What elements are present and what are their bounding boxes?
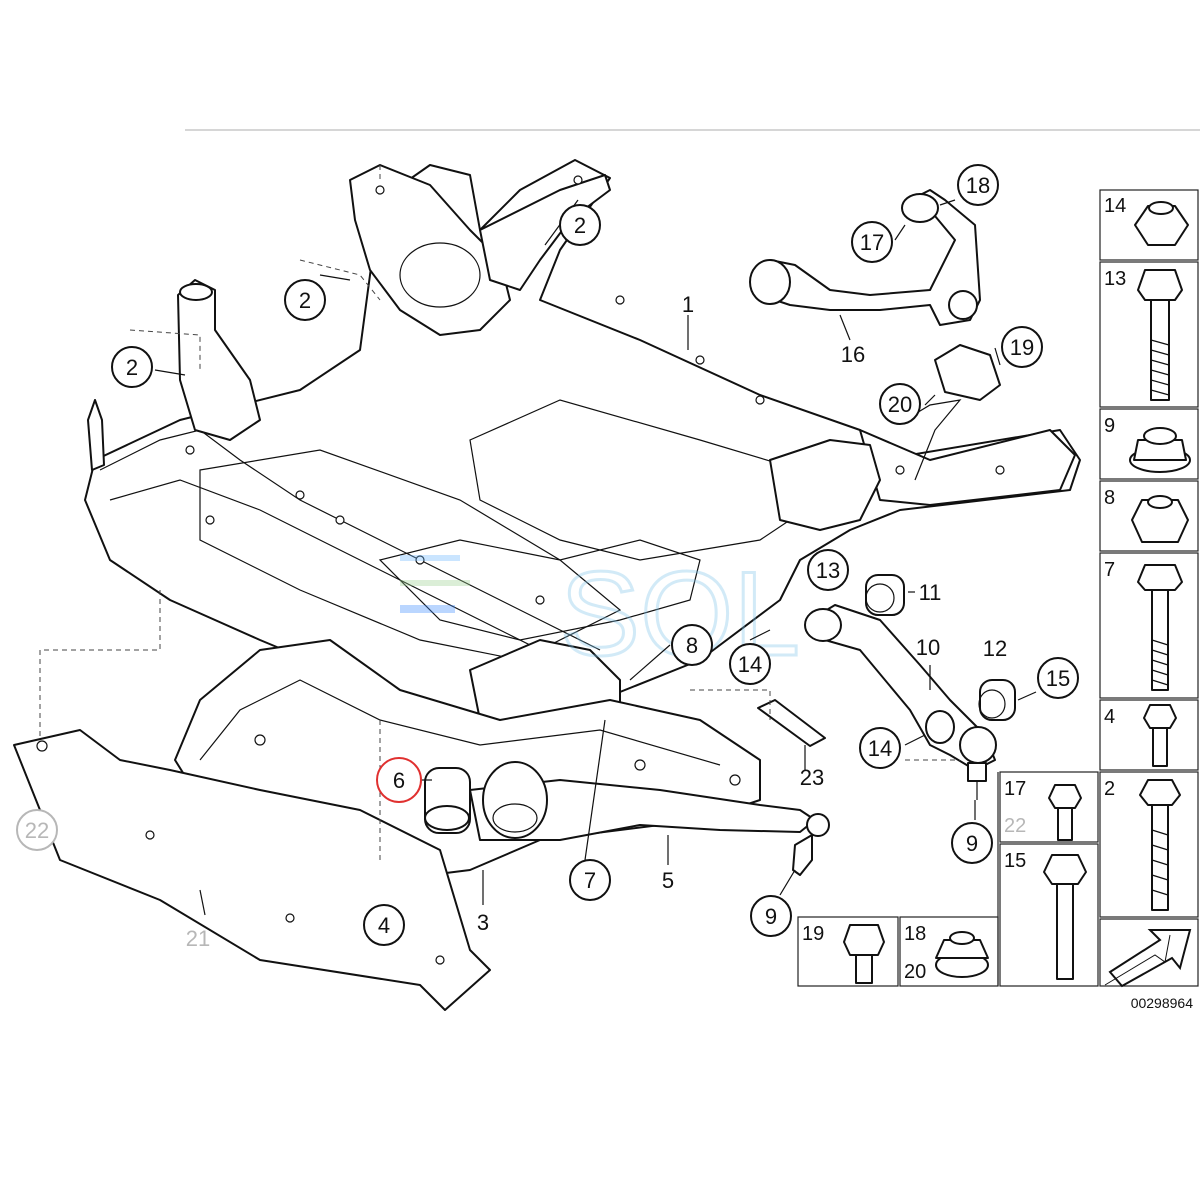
hw-label-18: 18 [904,923,926,945]
lower-control-arm-drawing [804,574,1016,800]
guide-lines [39,165,960,860]
callout-20: 20 [879,383,921,425]
callout-17: 17 [851,221,893,263]
svg-text:9: 9 [966,831,978,856]
hw-label-15: 15 [1004,850,1026,872]
label-1: 1 [682,292,694,317]
callout-13: 13 [807,549,849,591]
front-subframe-drawing [84,159,1081,741]
label-21: 21 [186,926,210,951]
callout-9-b: 9 [750,895,792,937]
callout-8: 8 [671,624,713,666]
callout-9-a: 9 [951,822,993,864]
hardware-drawings [843,201,1192,988]
callout-6-highlighted: 6 [376,757,422,803]
bracket-drawing [904,344,1001,481]
callout-7: 7 [569,859,611,901]
hw-label-22: 22 [1004,815,1026,837]
callout-18: 18 [957,164,999,206]
label-10: 10 [916,635,940,660]
hw-label-14: 14 [1104,195,1126,217]
hw-label-2: 2 [1104,778,1115,800]
label-12: 12 [983,636,1007,661]
svg-text:22: 22 [25,818,49,843]
svg-text:7: 7 [584,868,596,893]
svg-text:9: 9 [765,904,777,929]
ball-joint-drawing [792,813,830,876]
label-16: 16 [841,342,865,367]
hardware-panel [797,189,1199,987]
callout-15: 15 [1037,657,1079,699]
callout-14-b: 14 [859,727,901,769]
callout-14-a: 14 [729,643,771,685]
hw-label-19: 19 [802,923,824,945]
svg-text:19: 19 [1010,335,1034,360]
callout-22: 22 [16,809,58,851]
svg-text:13: 13 [816,558,840,583]
svg-text:2: 2 [574,213,586,238]
svg-text:18: 18 [966,173,990,198]
callout-4: 4 [363,904,405,946]
svg-text:4: 4 [378,913,390,938]
hw-label-8: 8 [1104,487,1115,509]
callout-2-b: 2 [284,279,326,321]
label-5: 5 [662,868,674,893]
upper-control-arm-drawing [749,189,981,326]
svg-text:8: 8 [686,633,698,658]
label-3: 3 [477,910,489,935]
hw-label-13: 13 [1104,268,1126,290]
svg-text:6: 6 [393,768,405,793]
svg-text:14: 14 [868,736,892,761]
hw-label-17: 17 [1004,778,1026,800]
diagram-code: 00298964 [1131,995,1194,1011]
strip-23-drawing [757,699,826,747]
svg-text:17: 17 [860,230,884,255]
label-23: 23 [800,765,824,790]
svg-text:2: 2 [126,355,138,380]
svg-text:20: 20 [888,392,912,417]
callout-2-c: 2 [111,346,153,388]
callout-2-a: 2 [559,204,601,246]
svg-text:2: 2 [299,288,311,313]
svg-text:14: 14 [738,652,762,677]
svg-text:15: 15 [1046,666,1070,691]
hw-label-7: 7 [1104,559,1115,581]
callout-19: 19 [1001,326,1043,368]
rubber-mounts-drawing [424,761,548,839]
hw-label-20: 20 [904,961,926,983]
hw-label-4: 4 [1104,706,1115,728]
hw-label-9: 9 [1104,415,1115,437]
label-11: 11 [919,580,942,605]
